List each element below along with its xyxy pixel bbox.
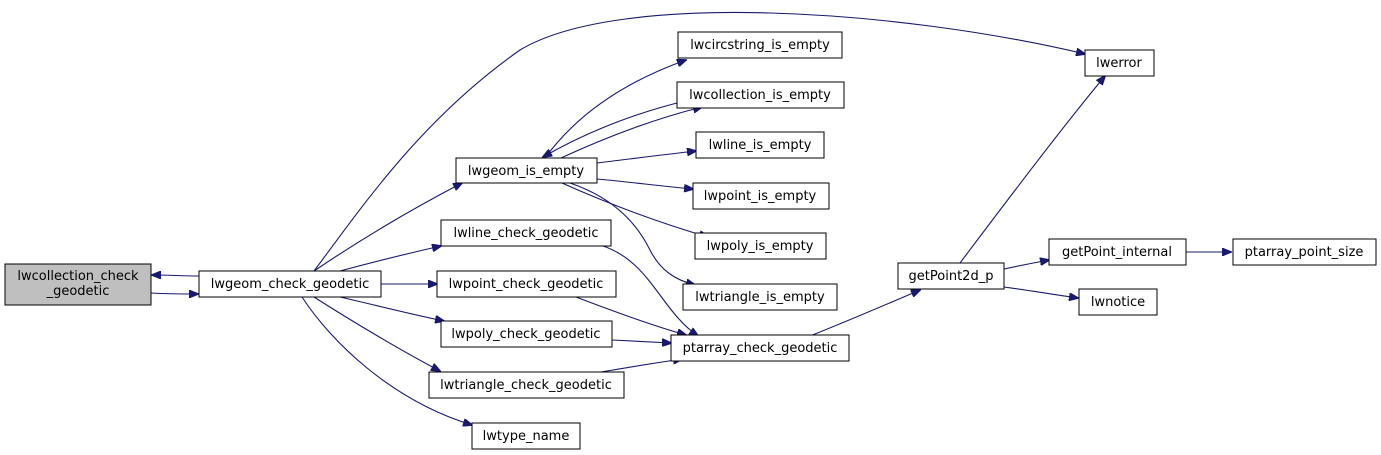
node-label: lwtriangle_check_geodetic [440, 378, 612, 393]
node-label: lwpoly_check_geodetic [451, 327, 600, 342]
node-label: lwgeom_is_empty [468, 164, 585, 179]
node-lwnotice[interactable]: lwnotice [1078, 288, 1158, 316]
node-lwpoly-is-empty[interactable]: lwpoly_is_empty [694, 232, 827, 260]
node-lwcircstring-is-empty[interactable]: lwcircstring_is_empty [677, 31, 843, 59]
node-label: getPoint2d_p [909, 269, 994, 284]
node-label-line-1: lwcollection_check [17, 269, 139, 284]
node-label: lwline_is_empty [709, 138, 812, 153]
edge-is-empty-to-line-is-empty [596, 151, 696, 164]
edge-check-geodetic-to-collection [152, 275, 200, 276]
node-ptarray-point-size[interactable]: ptarray_point_size [1232, 238, 1377, 266]
edge-check-geodetic-to-is-empty [313, 183, 462, 272]
node-label: lwtriangle_is_empty [695, 290, 825, 305]
edge-is-empty-to-poly-is-empty [561, 182, 708, 237]
node-label: lwpoint_check_geodetic [449, 277, 604, 292]
edge-triangle-check-to-ptarray [600, 359, 682, 373]
node-lwtriangle-is-empty[interactable]: lwtriangle_is_empty [682, 283, 838, 311]
edge-getpoint2d-to-lwnotice [1003, 286, 1078, 298]
edge-is-empty-to-triangle-is-empty [569, 182, 695, 285]
edges [150, 11, 1231, 425]
edge-point-check-to-ptarray [575, 296, 686, 335]
node-lwpoint-check-geodetic[interactable]: lwpoint_check_geodetic [436, 270, 617, 298]
edge-check-geodetic-to-typename [301, 296, 472, 425]
edge-is-empty-to-point-is-empty [596, 178, 693, 189]
edge-poly-check-to-ptarray [611, 340, 671, 343]
node-label: lwcircstring_is_empty [690, 38, 830, 53]
edge-check-geodetic-to-line [339, 246, 441, 272]
edge-check-geodetic-to-triangle [313, 296, 440, 371]
node-lwline-check-geodetic[interactable]: lwline_check_geodetic [440, 219, 612, 247]
nodes: lwcollection_check _geodetic lwgeom_chec… [4, 31, 1377, 450]
node-lwcollection-check-geodetic[interactable]: lwcollection_check _geodetic [4, 263, 152, 306]
node-lwtriangle-check-geodetic[interactable]: lwtriangle_check_geodetic [428, 371, 625, 399]
node-getpoint2d-p[interactable]: getPoint2d_p [897, 262, 1005, 290]
node-lwpoint-is-empty[interactable]: lwpoint_is_empty [692, 182, 830, 210]
node-label: ptarray_point_size [1245, 245, 1364, 260]
node-label: lwpoint_is_empty [704, 189, 817, 204]
edge-is-empty-to-collection-is-empty [560, 107, 702, 159]
node-lwpoly-check-geodetic[interactable]: lwpoly_check_geodetic [440, 320, 613, 348]
node-lwgeom-is-empty[interactable]: lwgeom_is_empty [455, 157, 598, 184]
node-lwtype-name[interactable]: lwtype_name [471, 422, 581, 450]
node-lwerror[interactable]: lwerror [1084, 49, 1155, 77]
edge-getpoint2d-to-lwerror [959, 76, 1105, 264]
node-label: getPoint_internal [1062, 245, 1172, 260]
node-ptarray-check-geodetic[interactable]: ptarray_check_geodetic [670, 334, 850, 362]
node-label: lwpoly_is_empty [707, 239, 814, 254]
edge-getpoint2d-to-getpoint-internal [1003, 260, 1049, 270]
edge-collection-is-empty-to-is-empty [543, 100, 686, 157]
node-lwcollection-is-empty[interactable]: lwcollection_is_empty [676, 81, 845, 109]
node-label: lwnotice [1091, 295, 1145, 310]
edge-line-check-to-ptarray [599, 244, 698, 336]
node-label: lwcollection_is_empty [689, 88, 831, 103]
edge-ptarray-to-getpoint2d [809, 290, 920, 337]
node-label-line-2: _geodetic [46, 284, 110, 299]
edge-check-geodetic-to-lwerror [313, 11, 1085, 272]
node-label: lwtype_name [483, 429, 570, 444]
node-label: lwgeom_check_geodetic [211, 277, 369, 292]
node-lwgeom-check-geodetic[interactable]: lwgeom_check_geodetic [198, 270, 382, 298]
edge-check-geodetic-to-poly [339, 296, 444, 321]
node-label: ptarray_check_geodetic [683, 341, 838, 356]
node-label: lwerror [1096, 56, 1142, 71]
edge-collection-to-check-geodetic [150, 293, 198, 294]
edge-is-empty-to-circstring [544, 60, 686, 159]
node-getpoint-internal[interactable]: getPoint_internal [1048, 238, 1187, 266]
node-lwline-is-empty[interactable]: lwline_is_empty [695, 131, 825, 159]
node-label: lwline_check_geodetic [453, 226, 598, 241]
